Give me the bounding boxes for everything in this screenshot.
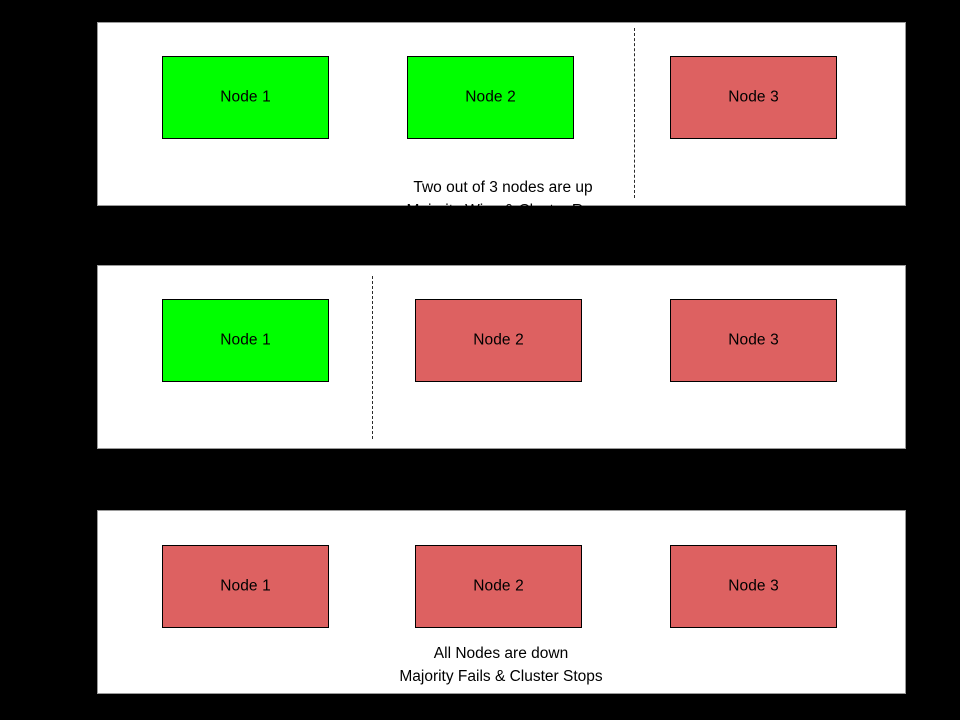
node-box-label: Node 2 (473, 577, 524, 595)
caption-line-2: Majority Fails & Cluster Stops (381, 690, 585, 707)
scenario-panel-majority-up: Node 1 Node 2 Node 3 Two out of 3 nodes … (97, 22, 906, 219)
caption-line-2: , Majority Wins & Cluster Runs (397, 202, 609, 219)
node-box-2[interactable]: Node 2 (415, 299, 582, 382)
scenario-panel-majority-down: Node 1 Node 2 Node 3 Two out of 3 nodes … (97, 265, 906, 707)
quorum-divider (634, 28, 635, 198)
quorum-divider (372, 276, 373, 439)
scenario-panel-all-down: Node 1 Node 2 Node 3 All Nodes are down … (97, 510, 906, 694)
node-box-label: Node 2 (473, 331, 524, 349)
scenario-caption: Two out of 3 nodes are up , Majority Win… (368, 176, 638, 222)
node-box-3[interactable]: Node 3 (670, 56, 837, 139)
scenario-caption: All Nodes are down Majority Fails & Clus… (351, 642, 651, 688)
caption-line-2: Majority Fails & Cluster Stops (399, 668, 603, 685)
caption-line-1: Two out of 3 nodes are up (413, 179, 593, 196)
node-box-2[interactable]: Node 2 (415, 545, 582, 628)
node-box-3[interactable]: Node 3 (670, 299, 837, 382)
node-box-2[interactable]: Node 2 (407, 56, 574, 139)
caption-line-1: All Nodes are down (433, 645, 569, 662)
node-box-label: Node 2 (465, 88, 516, 106)
node-box-label: Node 1 (220, 88, 271, 106)
node-box-label: Node 3 (728, 577, 779, 595)
node-box-label: Node 1 (220, 577, 271, 595)
node-box-1[interactable]: Node 1 (162, 299, 329, 382)
node-box-label: Node 3 (728, 88, 779, 106)
node-box-1[interactable]: Node 1 (162, 56, 329, 139)
node-box-label: Node 1 (220, 331, 271, 349)
node-box-1[interactable]: Node 1 (162, 545, 329, 628)
node-box-label: Node 3 (728, 331, 779, 349)
node-box-3[interactable]: Node 3 (670, 545, 837, 628)
